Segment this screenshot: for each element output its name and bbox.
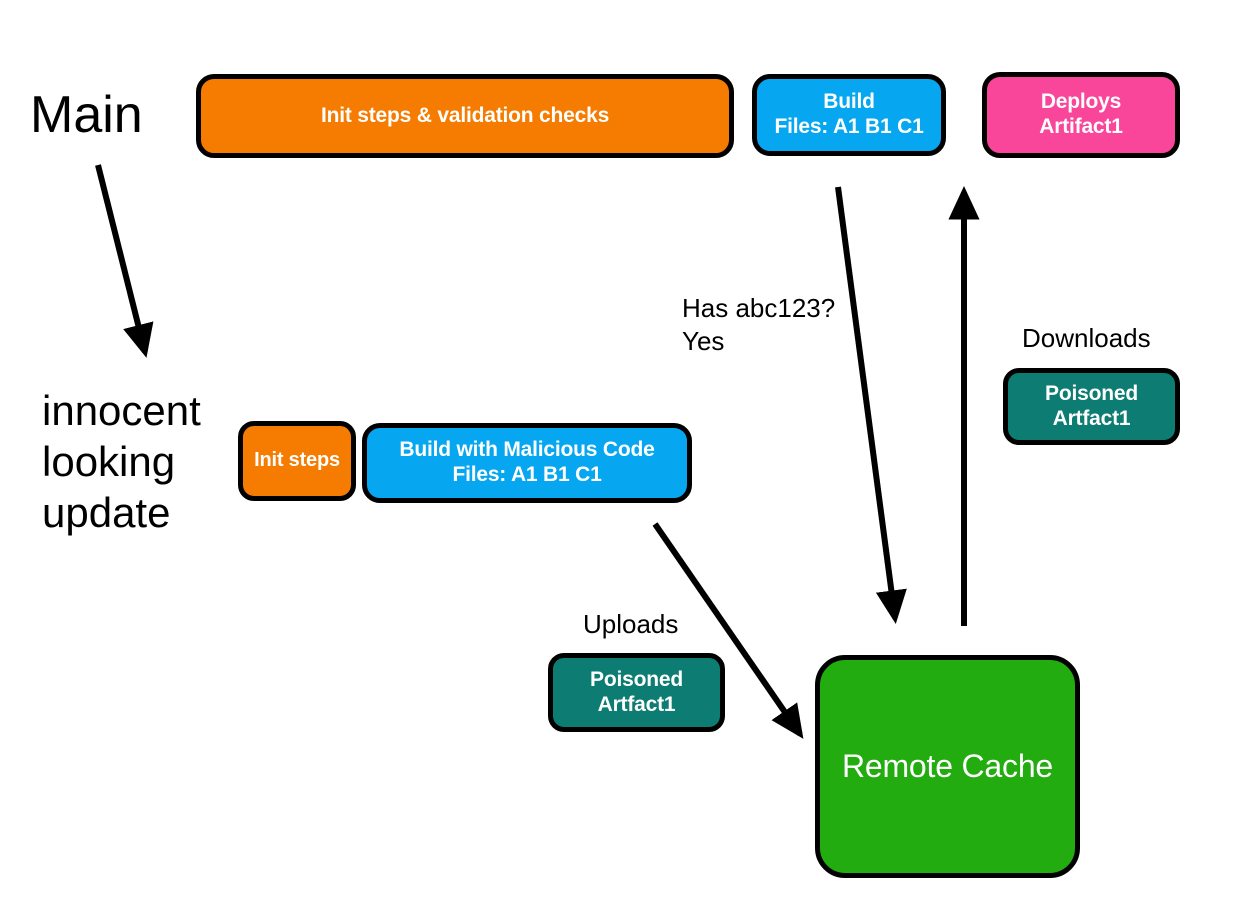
annotation-uploads: Uploads xyxy=(583,609,679,639)
branch-label-main: Main xyxy=(30,86,143,144)
annotation-cache-lookup: Has abc123? Yes xyxy=(682,293,836,357)
node-init-steps[interactable]: Init steps xyxy=(238,421,356,501)
branch-label-feature: innocent looking update xyxy=(42,387,201,537)
node-deploys-artifact[interactable]: Deploys Artifact1 xyxy=(982,72,1180,158)
node-build-with-malicious-code[interactable]: Build with Malicious Code Files: A1 B1 C… xyxy=(362,423,692,503)
arrow-build-to-cache xyxy=(835,186,907,624)
annotation-downloads: Downloads xyxy=(1022,323,1151,353)
node-remote-cache[interactable]: Remote Cache xyxy=(815,655,1080,878)
node-init-steps-validation-checks[interactable]: Init steps & validation checks xyxy=(196,74,734,158)
node-poisoned-artifact-download[interactable]: Poisoned Artfact1 xyxy=(1003,368,1180,445)
node-build-main[interactable]: Build Files: A1 B1 C1 xyxy=(752,74,946,156)
arrow-main-to-feature xyxy=(95,164,154,358)
node-poisoned-artifact-upload[interactable]: Poisoned Artfact1 xyxy=(548,653,725,732)
